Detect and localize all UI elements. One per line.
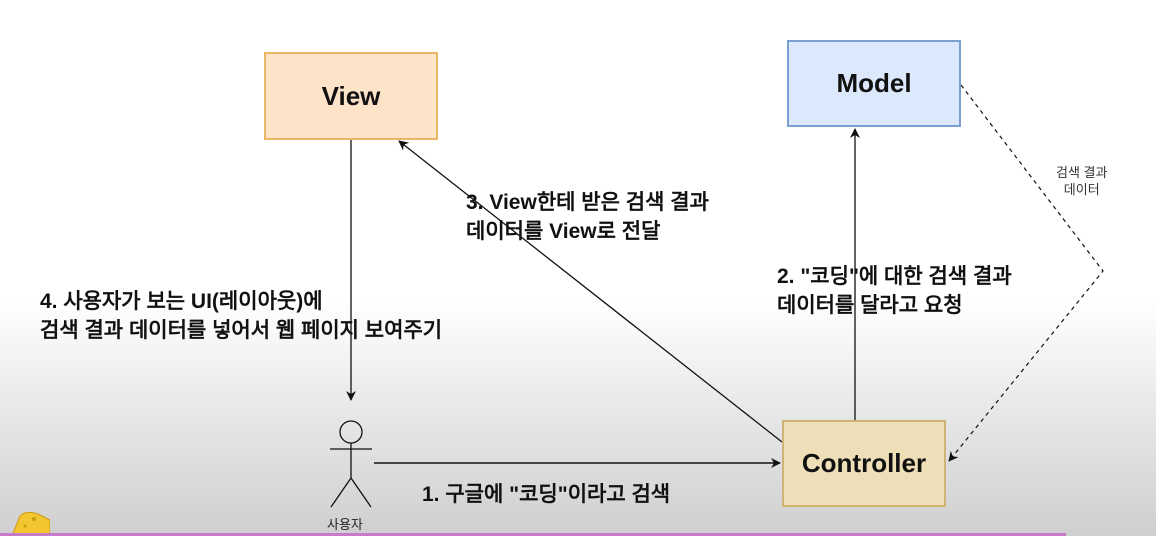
model-return-line2: 데이터 xyxy=(1063,182,1100,197)
model-return-label: 검색 결과 데이터 xyxy=(1056,164,1107,198)
cheese-icon xyxy=(11,511,50,536)
controller-node: Controller xyxy=(782,420,946,507)
step1-label: 1. 구글에 "코딩"이라고 검색 xyxy=(422,480,670,509)
view-node: View xyxy=(264,52,438,140)
controller-node-label: Controller xyxy=(801,448,927,478)
user-actor-icon xyxy=(330,420,372,508)
view-node-label: View xyxy=(321,80,381,111)
step3-label: 3. View한테 받은 검색 결과 데이터를 View로 전달 xyxy=(466,188,709,246)
user-actor-label: 사용자 xyxy=(327,517,363,532)
model-node: Model xyxy=(787,40,961,127)
step2-line1: 2. "코딩"에 대한 검색 결과 xyxy=(777,265,1012,288)
step3-line2: 데이터를 View로 전달 xyxy=(466,220,661,243)
model-node-label: Model xyxy=(836,68,912,98)
step4-label: 4. 사용자가 보는 UI(레이아웃)에 검색 결과 데이터를 넣어서 웹 페이… xyxy=(40,287,442,345)
step3-line1: 3. View한테 받은 검색 결과 xyxy=(466,191,709,214)
arrow-model-to-controller-dashed xyxy=(948,84,1104,462)
step2-line2: 데이터를 달라고 요청 xyxy=(777,294,963,317)
model-return-line1: 검색 결과 xyxy=(1056,165,1108,180)
step2-label: 2. "코딩"에 대한 검색 결과 데이터를 달라고 요청 xyxy=(777,262,1012,320)
arrow-controller-to-view xyxy=(398,140,783,443)
step4-line1: 4. 사용자가 보는 UI(레이아웃)에 xyxy=(40,290,323,313)
step4-line2: 검색 결과 데이터를 넣어서 웹 페이지 보여주기 xyxy=(40,319,443,342)
video-progress-bar[interactable] xyxy=(0,533,1066,536)
step1-line1: 1. 구글에 "코딩"이라고 검색 xyxy=(422,483,671,506)
